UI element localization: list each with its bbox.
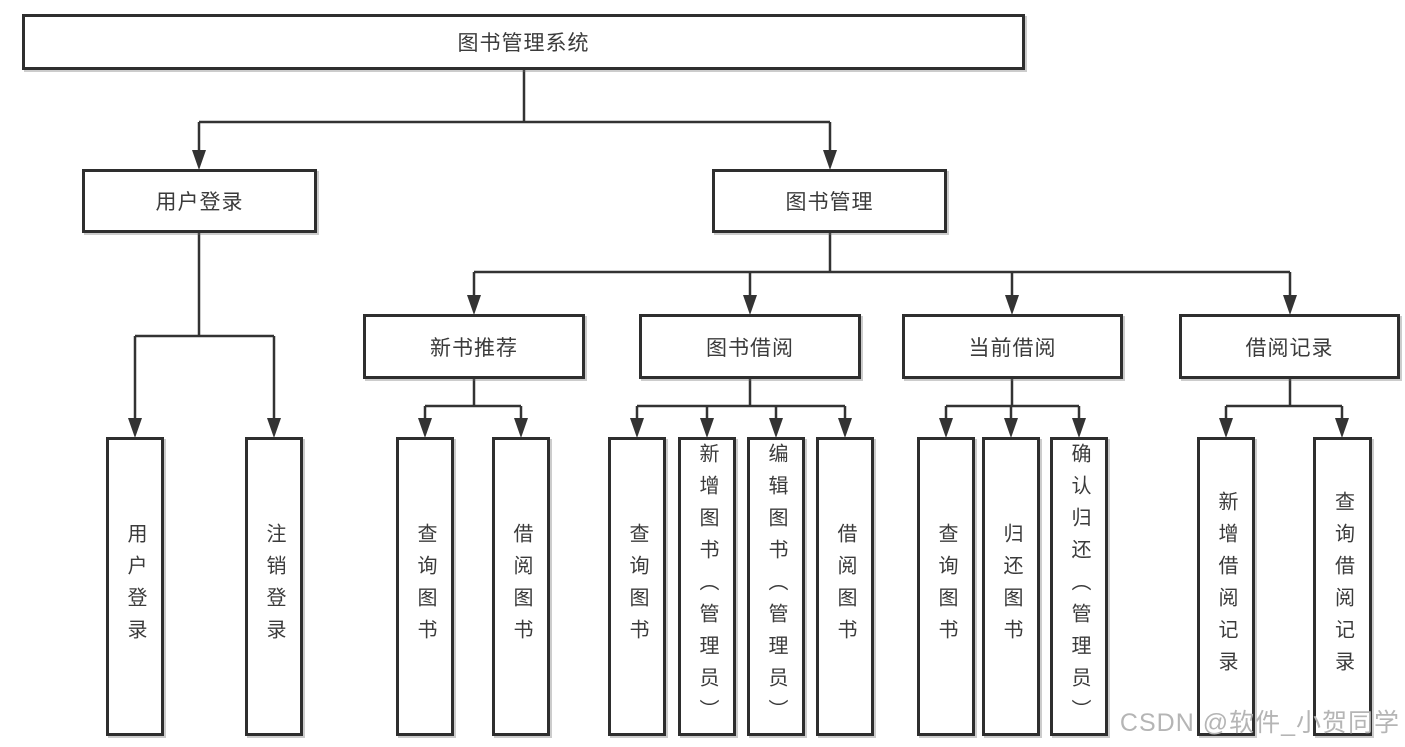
leaf-return-books: 归还图书 — [982, 437, 1040, 736]
leaf-label: 查询图书 — [626, 522, 648, 651]
leaf-query-books-recommend: 查询图书 — [396, 437, 454, 736]
node-label: 新书推荐 — [430, 336, 518, 360]
arrowheads — [128, 150, 1349, 438]
leaf-label: 确认归还（管理员） — [1068, 442, 1090, 731]
leaf-query-books-current: 查询图书 — [917, 437, 975, 736]
node-library-management-system: 图书管理系统 — [22, 14, 1025, 70]
leaf-borrow-books-recommend: 借阅图书 — [492, 437, 550, 736]
leaf-label: 查询图书 — [414, 522, 436, 651]
csdn-watermark: CSDN @软件_小贺同学 — [1119, 709, 1400, 737]
leaf-label: 新增图书（管理员） — [696, 442, 718, 731]
node-new-book-recommendation: 新书推荐 — [363, 314, 585, 379]
leaf-query-books-borrow: 查询图书 — [608, 437, 666, 736]
node-label: 图书管理系统 — [457, 32, 590, 55]
leaf-borrow-books: 借阅图书 — [816, 437, 874, 736]
leaf-label: 归还图书 — [1000, 522, 1022, 651]
leaf-label: 借阅图书 — [834, 522, 856, 651]
leaf-query-borrow-record: 查询借阅记录 — [1313, 437, 1372, 736]
node-borrowing-records: 借阅记录 — [1179, 314, 1400, 379]
leaf-add-borrow-record: 新增借阅记录 — [1197, 437, 1255, 736]
node-label: 借阅记录 — [1245, 336, 1334, 360]
node-label: 用户登录 — [155, 191, 244, 214]
leaf-confirm-return-admin: 确认归还（管理员） — [1050, 437, 1108, 736]
node-current-borrowing: 当前借阅 — [902, 314, 1123, 379]
node-label: 图书借阅 — [706, 336, 794, 360]
leaf-user-login: 用户登录 — [106, 437, 164, 736]
leaf-label: 借阅图书 — [510, 522, 532, 651]
node-book-management: 图书管理 — [712, 169, 947, 233]
leaf-add-books-admin: 新增图书（管理员） — [678, 437, 736, 736]
leaf-label: 用户登录 — [124, 522, 146, 651]
leaf-label: 注销登录 — [263, 522, 285, 651]
leaf-label: 查询借阅记录 — [1331, 490, 1354, 683]
leaf-edit-books-admin: 编辑图书（管理员） — [747, 437, 805, 736]
leaf-label: 编辑图书（管理员） — [765, 442, 787, 731]
node-user-login: 用户登录 — [82, 169, 317, 233]
leaf-label: 新增借阅记录 — [1215, 490, 1237, 683]
node-book-borrowing: 图书借阅 — [639, 314, 861, 379]
node-label: 当前借阅 — [968, 336, 1057, 360]
leaf-logout: 注销登录 — [245, 437, 303, 736]
leaf-label: 查询图书 — [935, 522, 957, 651]
node-label: 图书管理 — [785, 191, 874, 214]
